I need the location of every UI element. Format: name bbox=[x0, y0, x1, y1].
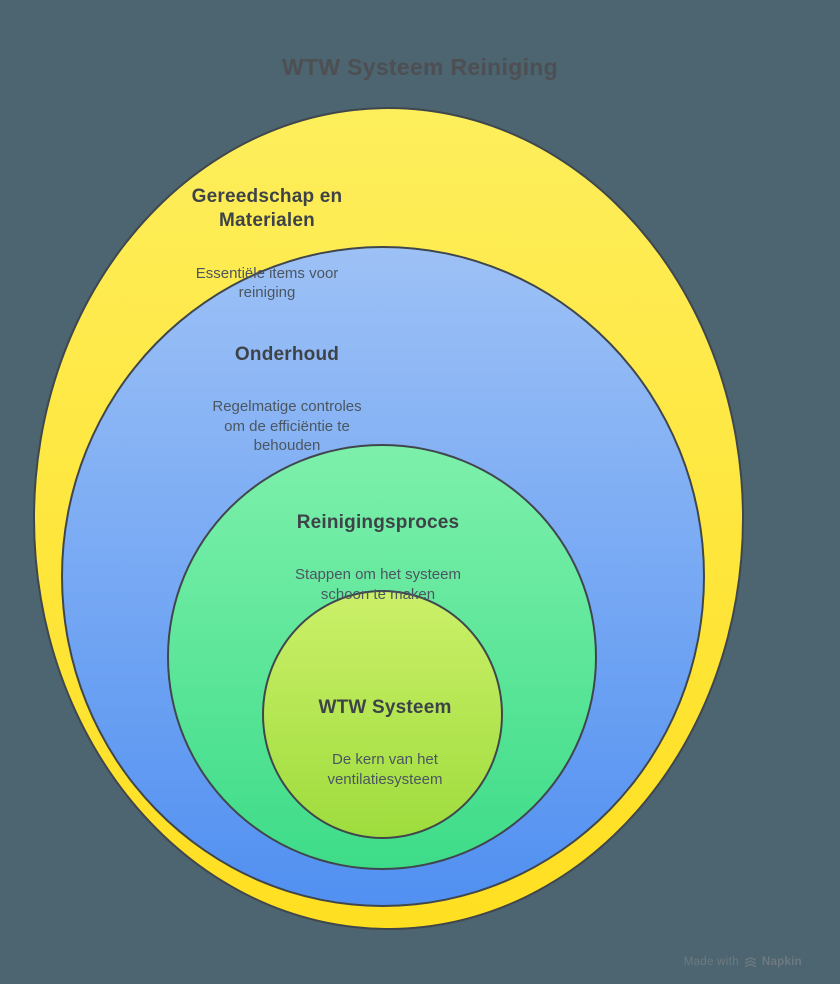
ring-label-onderhoud: Onderhoud Regelmatige controles om de ef… bbox=[212, 325, 361, 474]
ring-description: Essentiële items voor reiniging bbox=[195, 264, 339, 302]
ring-description: Stappen om het systeem schoon te maken bbox=[295, 566, 461, 603]
diagram-title: WTW Systeem Reiniging bbox=[282, 54, 558, 80]
ring-label-gereedschap-en-materialen: Gereedschap en Materialen Essentiële ite… bbox=[192, 167, 343, 321]
napkin-watermark: Made with Napkin bbox=[684, 955, 802, 968]
napkin-logo-icon bbox=[744, 957, 756, 968]
ring-description: De kern van het ventilatiesysteem bbox=[327, 751, 443, 788]
ring-wtw-systeem bbox=[262, 590, 503, 839]
ring-label-wtw-systeem: WTW Systeem De kern van het ventilatiesy… bbox=[318, 678, 451, 807]
watermark-brand: Napkin bbox=[761, 955, 802, 968]
ring-heading: WTW Systeem bbox=[318, 697, 452, 718]
ring-description: Regelmatige controles om de efficiëntie … bbox=[212, 398, 362, 455]
ring-label-reinigingsproces: Reinigingsproces Stappen om het systeem … bbox=[295, 493, 461, 622]
ring-heading: Gereedschap en Materialen bbox=[191, 186, 343, 232]
ring-heading: Reinigingsproces bbox=[296, 512, 460, 533]
ring-heading: Onderhoud bbox=[234, 344, 340, 365]
watermark-text: Made with bbox=[683, 955, 739, 968]
